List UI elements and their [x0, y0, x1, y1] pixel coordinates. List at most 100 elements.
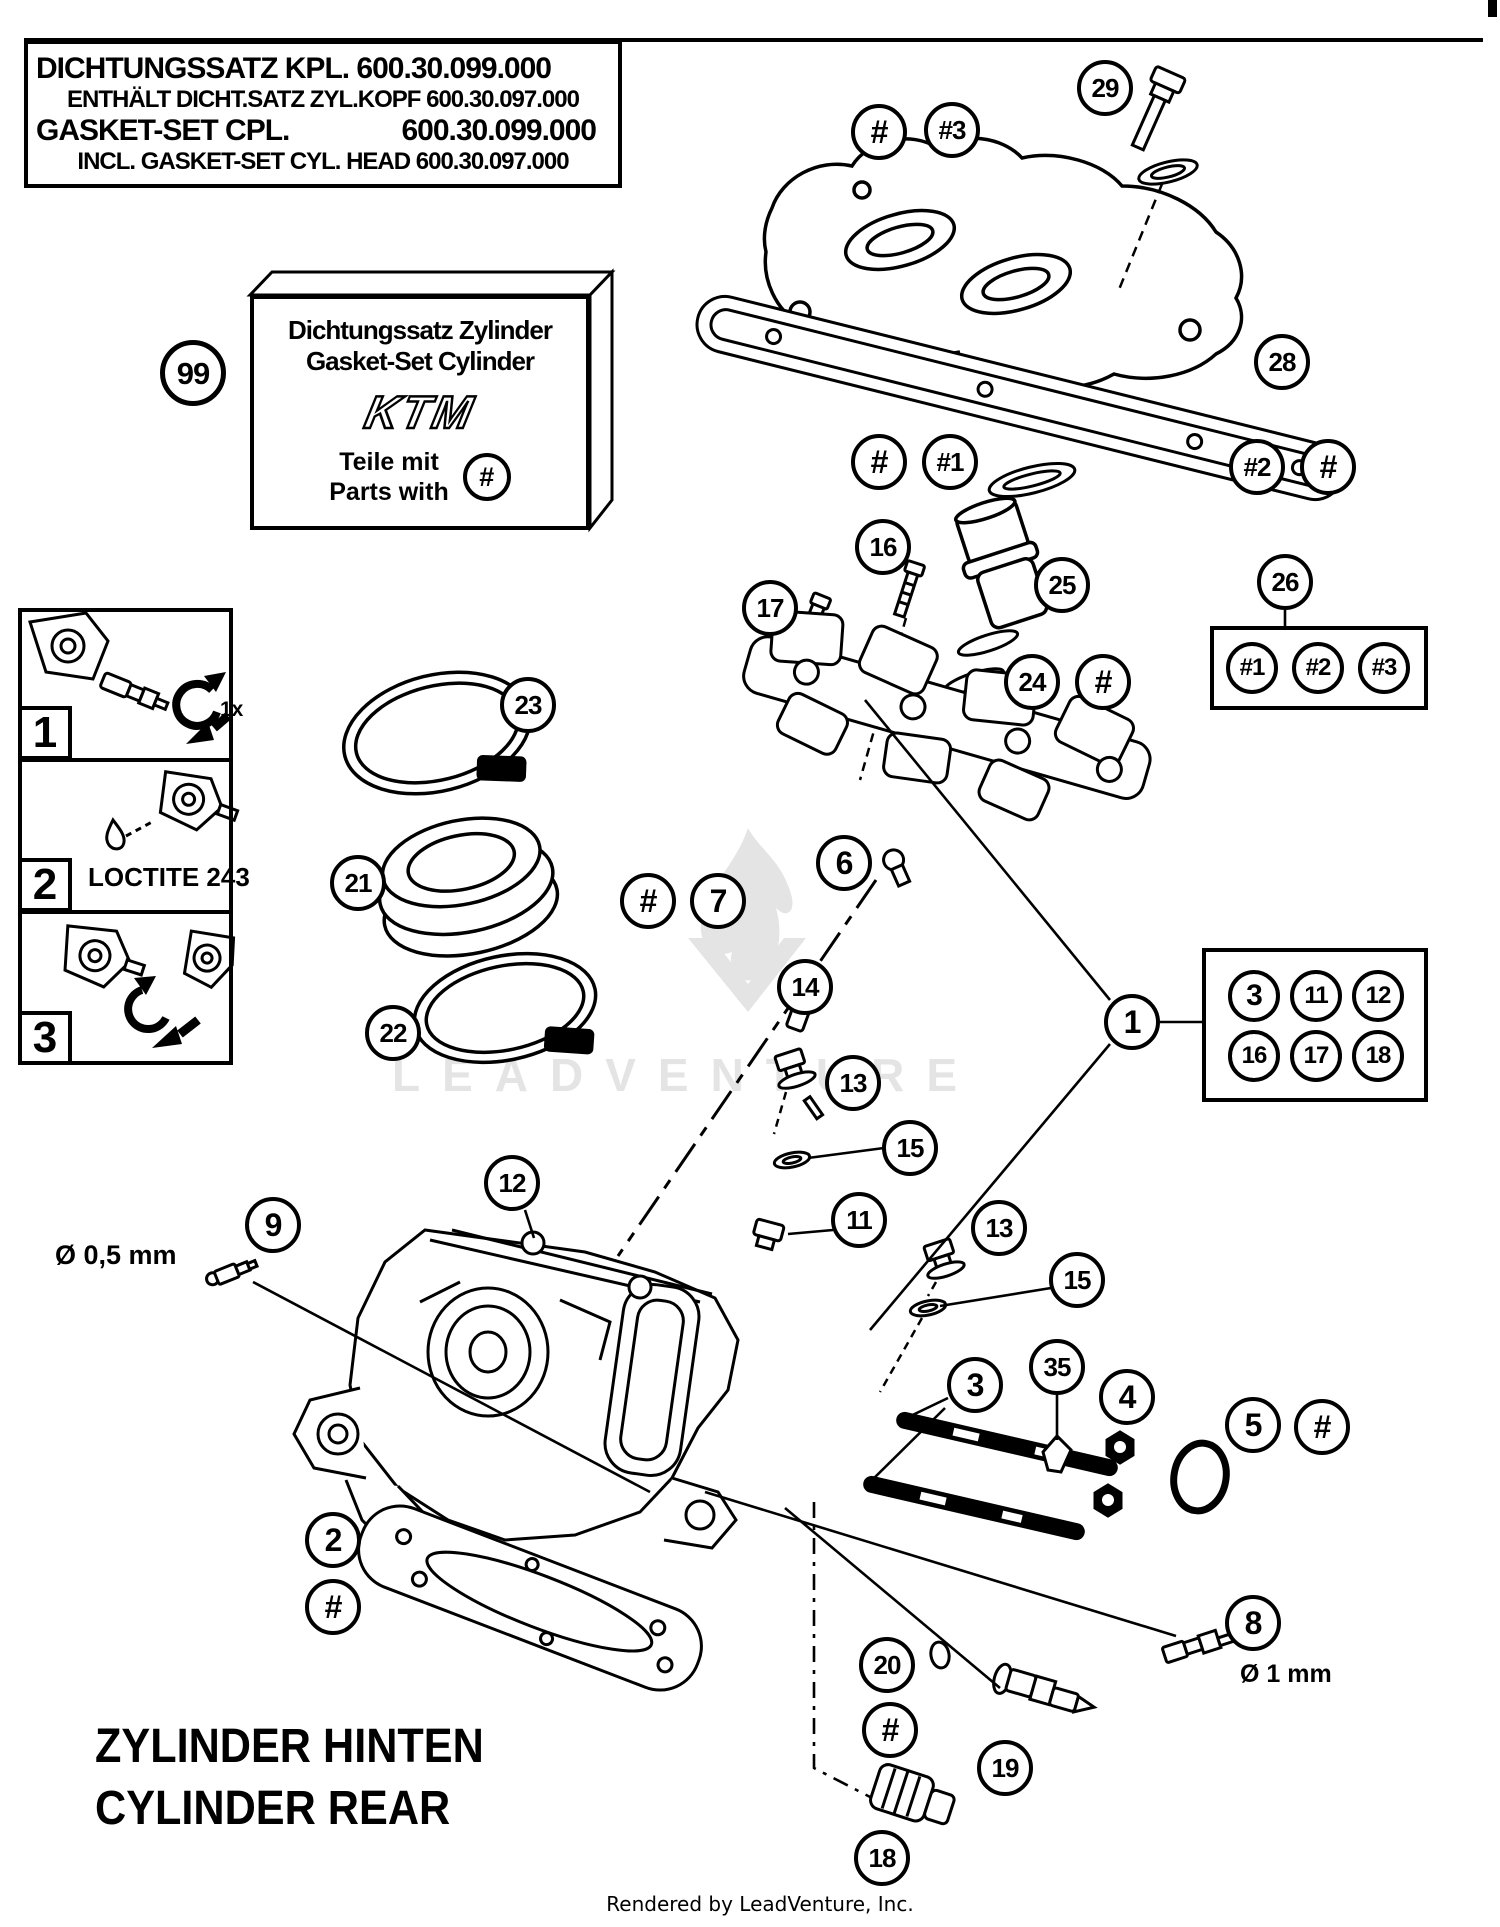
callout-5-32: 5	[1225, 1397, 1281, 1453]
callout-25-9: 25	[1034, 557, 1090, 613]
spark-plug-pipe	[954, 496, 1049, 630]
callout-hash1-48: #1	[1226, 642, 1278, 694]
diagram-parts	[24, 0, 1497, 1826]
callout-15-22: 15	[882, 1120, 938, 1176]
callout-18-47: 18	[1352, 1030, 1404, 1082]
sensor-19	[992, 1662, 1098, 1714]
callout-hash-17: #	[620, 873, 676, 929]
washer-15-upper	[772, 1150, 812, 1170]
header-line-en-label: GASKET-SET CPL.	[36, 114, 290, 147]
callout-99-41: 99	[160, 340, 226, 406]
header-line-en-number: 600.30.099.000	[401, 114, 597, 147]
callout-17-11: 17	[742, 580, 798, 636]
rod-7	[616, 879, 878, 1257]
callout-23-14: 23	[500, 677, 556, 733]
callout-24-12: 24	[1004, 654, 1060, 710]
nozzle-9	[205, 1258, 260, 1287]
legend2-note: LOCTITE 243	[88, 862, 250, 892]
callout-7-18: 7	[690, 873, 746, 929]
head-gasket	[357, 1504, 703, 1692]
callout-9-24: 9	[245, 1197, 301, 1253]
callout-15-27: 15	[1049, 1252, 1105, 1308]
callout-11-25: 11	[831, 1192, 887, 1248]
callout-hash-0: #	[851, 104, 907, 160]
callout-16-45: 16	[1228, 1030, 1280, 1082]
callout-6-19: 6	[816, 835, 872, 891]
dimension-left: Ø 0,5 mm	[55, 1240, 177, 1270]
kit-note-symbol-circle: #	[462, 453, 511, 501]
legend-plate-2: 2	[18, 858, 72, 912]
header-line-de: DICHTUNGSSATZ KPL. 600.30.099.000	[36, 52, 552, 85]
legend-divider-1	[18, 758, 233, 762]
callout-18-40: 18	[854, 1830, 910, 1886]
kit-title-de: Dichtungssatz Zylinder	[287, 315, 553, 345]
leadventure-watermark-logo	[688, 828, 806, 1012]
callout-hash3-1: #3	[924, 102, 980, 158]
legend-plate-3: 3	[18, 1011, 72, 1065]
gasket-kit-box: Dichtungssatz Zylinder Gasket-Set Cylind…	[250, 295, 590, 530]
plug-18	[869, 1763, 956, 1826]
bolt-13-upper	[773, 1047, 817, 1090]
legend2-icons	[105, 770, 240, 851]
callout-hash-4: #	[851, 434, 907, 490]
callout-21-15: 21	[330, 855, 386, 911]
callout-hash-13: #	[1075, 654, 1131, 710]
callout-8-39: 8	[1225, 1595, 1281, 1651]
rendered-by-footer: Rendered by LeadVenture, Inc.	[606, 1892, 914, 1916]
legend-plate-1: 1	[18, 706, 72, 760]
kit-note: Teile mit Parts with #	[329, 447, 511, 507]
callout-14-20: 14	[777, 959, 833, 1015]
dimension-right: Ø 1 mm	[1240, 1660, 1332, 1688]
gasket-set-header-box: DICHTUNGSSATZ KPL. 600.30.099.000 ENTHÄL…	[24, 40, 622, 188]
kit-note-de: Teile mit	[339, 448, 439, 476]
callout-29-2: 29	[1077, 60, 1133, 116]
kit-title-en: Gasket-Set Cylinder	[305, 346, 535, 376]
callout-13-21: 13	[825, 1055, 881, 1111]
callout-35-30: 35	[1029, 1339, 1085, 1395]
callout-4-31: 4	[1099, 1369, 1155, 1425]
pipe-seal	[987, 461, 1077, 499]
diagram-title-en: CYLINDER REAR	[95, 1782, 451, 1835]
legend3-icons	[63, 924, 236, 1048]
kit-note-text: Teile mit Parts with	[329, 447, 448, 507]
legend-divider-2	[18, 910, 233, 914]
callout-3-42: 3	[1228, 970, 1280, 1022]
legend1-note: 1x	[220, 698, 244, 721]
callout-hash-7: #	[1300, 439, 1356, 495]
bolt-29	[1130, 65, 1199, 186]
legend1-icons	[28, 611, 231, 744]
callout-hash-37: #	[862, 1702, 918, 1758]
callout-28-3: 28	[1254, 334, 1310, 390]
callout-hash3-50: #3	[1358, 642, 1410, 694]
rod-clip	[802, 1094, 825, 1121]
rocker-assembly	[742, 609, 1152, 822]
hose-clamp-22	[412, 951, 598, 1065]
callout-19-38: 19	[977, 1740, 1033, 1796]
cone-35	[1041, 1433, 1073, 1474]
callout-hash-35: #	[305, 1579, 361, 1635]
valve-cover-gasket	[695, 294, 1345, 502]
diagram-title-de: ZYLINDER HINTEN	[95, 1720, 484, 1773]
callout-16-8: 16	[855, 519, 911, 575]
callout-11-43: 11	[1290, 970, 1342, 1022]
washer-15-lower	[908, 1298, 948, 1318]
o-ring-19	[929, 1640, 951, 1670]
callout-22-16: 22	[365, 1005, 421, 1061]
callout-12-44: 12	[1352, 970, 1404, 1022]
header-subline-en: INCL. GASKET-SET CYL. HEAD 600.30.097.00…	[77, 148, 569, 175]
header-line-en: GASKET-SET CPL. 600.30.099.000	[36, 114, 610, 148]
kit-note-en: Parts with	[329, 478, 449, 506]
callout-26-10: 26	[1257, 554, 1313, 610]
pointer-lines	[252, 610, 1287, 1800]
nuts-4	[1093, 1430, 1135, 1518]
diagram-title: ZYLINDER HINTEN CYLINDER REAR	[95, 1716, 484, 1840]
bolt-16	[892, 559, 926, 619]
callout-1-28: 1	[1104, 994, 1160, 1050]
callout-17-46: 17	[1290, 1030, 1342, 1082]
callout-hash2-49: #2	[1292, 642, 1344, 694]
callout-hash2-6: #2	[1229, 439, 1285, 495]
intake-boot-21	[377, 816, 560, 958]
